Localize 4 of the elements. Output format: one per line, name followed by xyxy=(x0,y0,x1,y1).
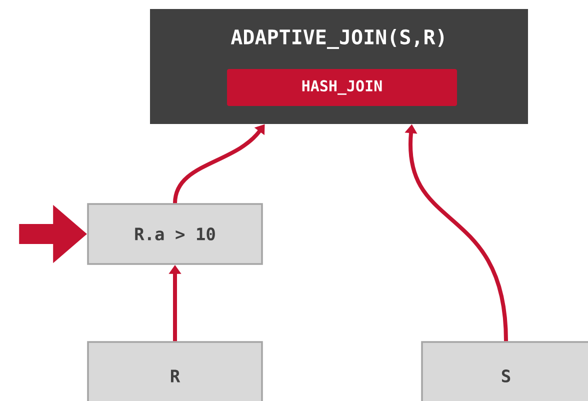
operator-box: R xyxy=(87,341,263,401)
operator-box: S xyxy=(421,341,588,401)
algorithm-badge: HASH_JOIN xyxy=(227,69,457,106)
operator-box: R.a > 10 xyxy=(87,203,263,265)
